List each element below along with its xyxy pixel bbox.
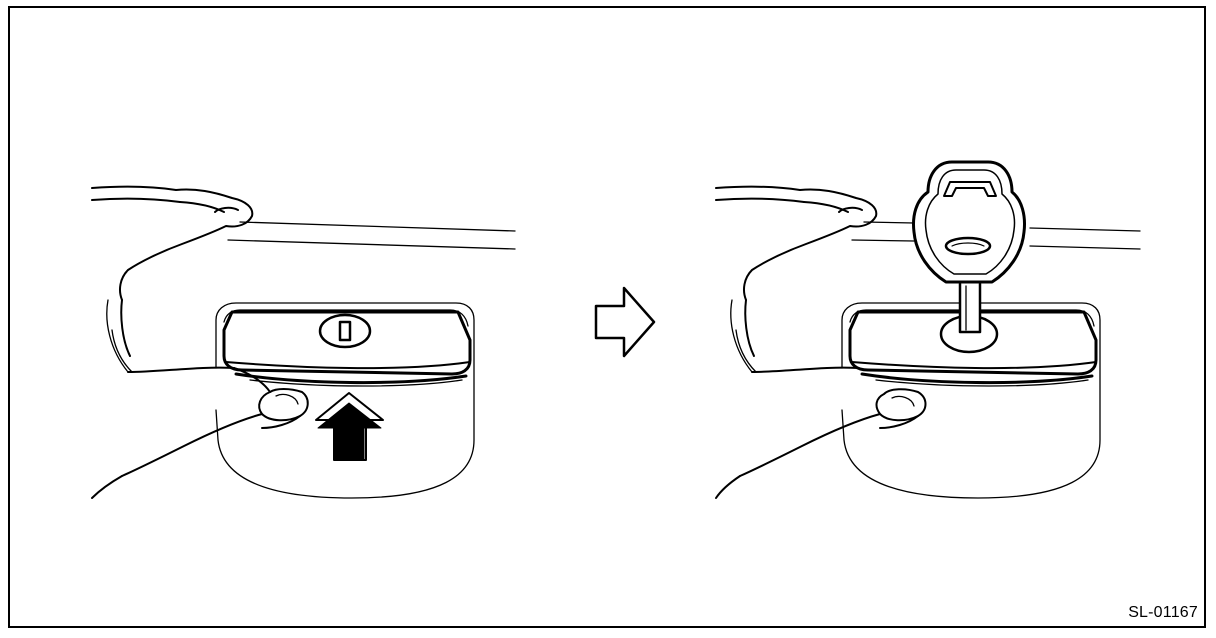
- key: [912, 160, 1026, 334]
- lid-right: [848, 310, 1098, 387]
- trim-lines-left: [227, 221, 516, 250]
- arrow-right-icon: [594, 286, 656, 358]
- left-panel: [91, 185, 516, 499]
- arrow-up-icon: [315, 392, 384, 461]
- lid-left: [222, 310, 472, 387]
- figure-code: SL-01167: [1128, 604, 1198, 621]
- right-panel: [715, 160, 1141, 499]
- upper-hand-right: [715, 185, 878, 373]
- lower-hand-right: [715, 366, 927, 499]
- upper-hand-left: [91, 185, 254, 373]
- console-housing-left: [215, 302, 475, 499]
- lower-hand-left: [91, 366, 309, 499]
